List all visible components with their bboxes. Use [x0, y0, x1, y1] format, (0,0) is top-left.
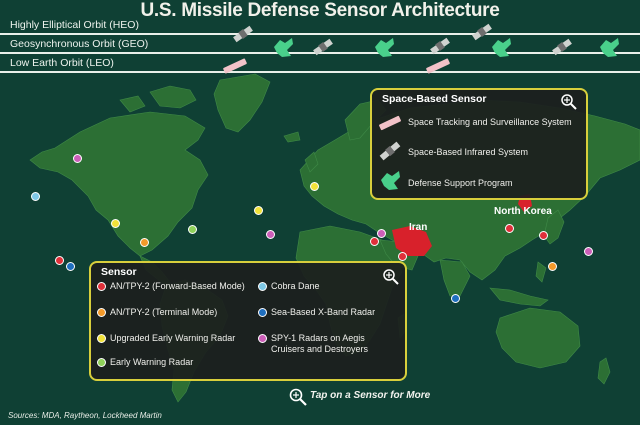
orbit-label-leo: Low Earth Orbit (LEO) — [10, 57, 114, 69]
space-panel-title: Space-Based Sensor — [382, 93, 487, 105]
sensor-dot-turkey[interactable] — [370, 237, 379, 246]
geo-dsp-satellite-icon[interactable] — [492, 38, 511, 57]
zoom-icon[interactable] — [383, 269, 399, 285]
legend-item-ewr[interactable]: Early Warning Radar — [110, 357, 194, 367]
geo-sbirs-satellite-icon[interactable] — [552, 38, 572, 56]
legend-dot-cobra-dane — [258, 282, 267, 291]
new-zealand — [597, 357, 611, 385]
sensor-dot-indian-ocean[interactable] — [451, 294, 460, 303]
orbit-satellites — [222, 23, 619, 74]
arctic-islands — [149, 85, 197, 109]
orbit-label-heo: Highly Elliptical Orbit (HEO) — [10, 19, 139, 31]
sensor-dot-korea[interactable] — [505, 224, 514, 233]
leo-stss-satellite-icon[interactable] — [222, 58, 248, 74]
legend-item-spy1[interactable]: SPY-1 Radars on Aegis Cruisers and Destr… — [271, 333, 369, 354]
geo-dsp-satellite-icon[interactable] — [600, 38, 619, 57]
sensor-dot-pacific[interactable] — [584, 247, 593, 256]
country-label-north-korea: North Korea — [494, 206, 552, 217]
sensor-dot-gulf[interactable] — [398, 252, 407, 261]
sensor-dot-california[interactable] — [111, 219, 120, 228]
tap-zoom-icon[interactable] — [289, 388, 307, 406]
legend-item-sbx[interactable]: Sea-Based X-Band Radar — [271, 307, 376, 317]
sensor-dot-mediterranean[interactable] — [377, 229, 386, 238]
sensor-dot-japan[interactable] — [539, 231, 548, 240]
heo-sbirs-satellite-icon[interactable] — [472, 23, 492, 41]
leo-orbit-line — [0, 71, 640, 73]
sensor-panel-title: Sensor — [101, 266, 137, 278]
space-sensor-panel: Space-Based Sensor Space Tracking and Su… — [370, 88, 588, 200]
legend-dot-sbx — [258, 308, 267, 317]
space-item-stss[interactable]: Space Tracking and Surveillance System — [408, 117, 572, 127]
legend-item-cobra-dane[interactable]: Cobra Dane — [271, 281, 320, 291]
sensor-dot-east-coast[interactable] — [188, 225, 197, 234]
indonesia — [489, 287, 549, 307]
uk — [304, 151, 319, 173]
sensor-dot-uk[interactable] — [310, 182, 319, 191]
sensor-dot-cobra-dane[interactable] — [31, 192, 40, 201]
space-item-dsp[interactable]: Defense Support Program — [408, 178, 513, 188]
sensor-legend-panel: Sensor AN/TPY-2 (Forward-Based Mode) AN/… — [89, 261, 407, 381]
sensor-dot-texas[interactable] — [140, 238, 149, 247]
page-title: U.S. Missile Defense Sensor Architecture — [140, 0, 500, 21]
geo-sbirs-satellite-icon[interactable] — [430, 37, 450, 55]
geo-dsp-satellite-icon[interactable] — [375, 38, 394, 57]
sensor-dot-atlantic[interactable] — [266, 230, 275, 239]
tap-hint: Tap on a Sensor for More — [310, 390, 431, 401]
sensor-dot-sbx[interactable] — [66, 262, 75, 271]
geo-orbit-line — [0, 52, 640, 54]
sbirs-satellite-icon — [379, 141, 401, 161]
country-label-iran: Iran — [409, 222, 428, 233]
iceland — [283, 131, 301, 143]
heo-orbit-line — [0, 33, 640, 35]
orbit-label-geo: Geosynchronous Orbit (GEO) — [10, 38, 149, 50]
sensor-dot-hawaii-red[interactable] — [55, 256, 64, 265]
space-item-sbirs[interactable]: Space-Based Infrared System — [408, 147, 529, 157]
legend-item-uewr[interactable]: Upgraded Early Warning Radar — [110, 333, 236, 343]
philippines — [535, 261, 547, 283]
iran-highlight — [392, 226, 432, 256]
zoom-icon[interactable] — [561, 94, 577, 110]
north-america — [29, 111, 209, 257]
legend-dot-tpy2-terminal — [97, 308, 106, 317]
legend-dot-uewr — [97, 334, 106, 343]
heo-sbirs-satellite-icon[interactable] — [233, 25, 253, 43]
legend-dot-ewr — [97, 358, 106, 367]
legend-item-tpy2-forward[interactable]: AN/TPY-2 (Forward-Based Mode) — [110, 281, 245, 291]
india — [439, 259, 471, 297]
arctic-islands-2 — [119, 95, 146, 113]
dsp-satellite-icon — [381, 171, 400, 190]
legend-item-tpy2-terminal[interactable]: AN/TPY-2 (Terminal Mode) — [110, 307, 218, 317]
sensor-dot-greenland[interactable] — [254, 206, 263, 215]
leo-stss-satellite-icon[interactable] — [425, 58, 451, 74]
greenland — [213, 73, 271, 133]
geo-dsp-satellite-icon[interactable] — [274, 38, 293, 57]
sources-footer: Sources: MDA, Raytheon, Lockheed Martin — [8, 411, 162, 420]
legend-dot-spy1 — [258, 334, 267, 343]
stss-satellite-icon — [379, 115, 401, 131]
geo-sbirs-satellite-icon[interactable] — [313, 38, 333, 56]
australia — [495, 307, 581, 369]
sensor-dot-alaska[interactable] — [73, 154, 82, 163]
sensor-dot-guam[interactable] — [548, 262, 557, 271]
legend-dot-tpy2-forward — [97, 282, 106, 291]
